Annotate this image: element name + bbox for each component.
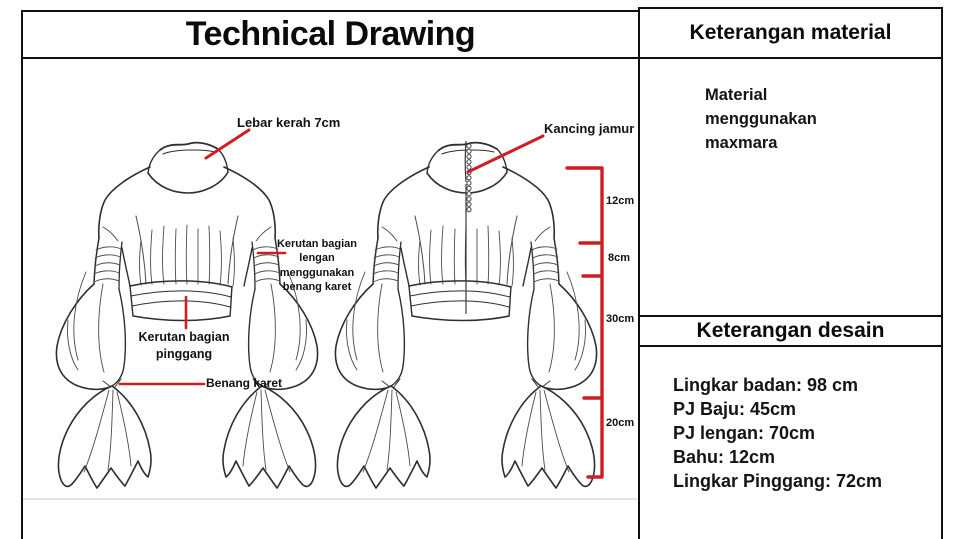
design-header-box: Keterangan desain bbox=[640, 315, 941, 347]
dimension-label: 20cm bbox=[606, 417, 635, 429]
material-body: Material menggunakan maxmara bbox=[705, 86, 817, 152]
button-leader-line bbox=[466, 134, 545, 174]
page-title: Technical Drawing bbox=[185, 15, 476, 53]
design-item: Lingkar Pinggang: 72cm bbox=[673, 471, 883, 491]
design-item: PJ lengan: 70cm bbox=[673, 423, 816, 443]
button-label: Kancing jamur bbox=[544, 121, 635, 136]
waist-shirring-label: Kerutan bagian pinggang bbox=[138, 330, 230, 361]
design-list: Lingkar badan: 98 cm PJ Baju: 45cm PJ le… bbox=[673, 373, 882, 493]
design-item: Bahu: 12cm bbox=[673, 447, 776, 467]
back-center-seam bbox=[464, 140, 467, 314]
material-header-box: Keterangan material bbox=[640, 9, 941, 59]
design-item: PJ Baju: 45cm bbox=[673, 399, 797, 419]
design-item: Lingkar badan: 98 cm bbox=[673, 375, 859, 395]
title-box: Technical Drawing bbox=[23, 12, 638, 59]
elastic-thread-label: Benang karet bbox=[206, 376, 283, 390]
dimension-label: 12cm bbox=[606, 195, 635, 207]
dimension-label: 8cm bbox=[608, 252, 631, 264]
dimension-label: 30cm bbox=[606, 313, 635, 325]
material-header: Keterangan material bbox=[689, 21, 892, 44]
sleeve-shirring-label: Kerutan bagian lengan menggunakan benang… bbox=[276, 238, 358, 293]
technical-drawing-panel: Technical Drawing bbox=[21, 10, 638, 539]
info-panel: Keterangan material Material menggunakan… bbox=[638, 7, 943, 539]
design-header: Keterangan desain bbox=[696, 319, 885, 342]
button-placket bbox=[466, 143, 472, 213]
collar-width-label: Lebar kerah 7cm bbox=[237, 115, 341, 130]
collar-leader-line bbox=[204, 128, 251, 160]
measurement-bracket bbox=[565, 166, 604, 479]
